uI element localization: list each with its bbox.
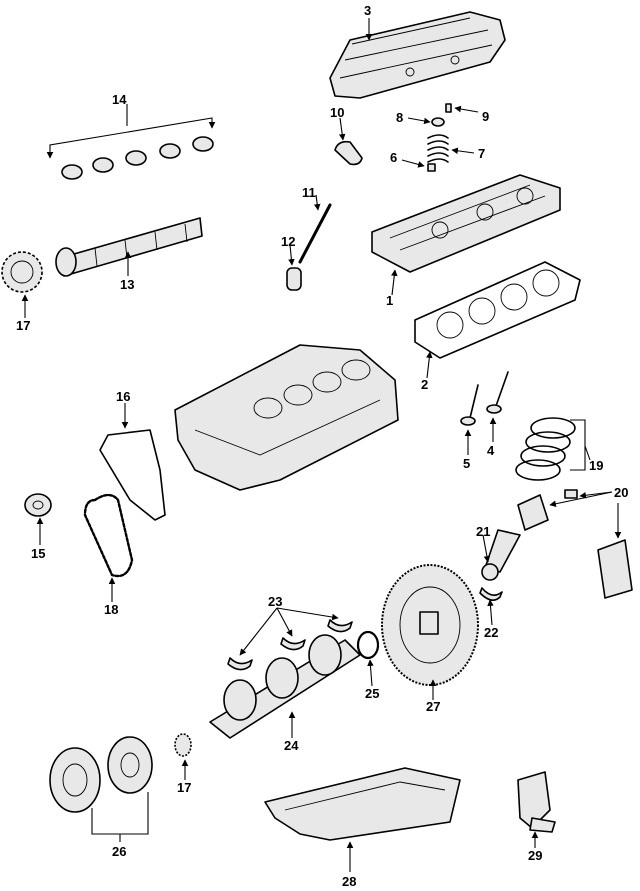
callout-7: 7 bbox=[478, 146, 485, 161]
part-harmonic-balancer bbox=[49, 736, 153, 842]
callout-15: 15 bbox=[31, 546, 45, 561]
callout-24: 24 bbox=[284, 738, 299, 753]
callout-19: 19 bbox=[589, 458, 603, 473]
callout-29: 29 bbox=[528, 848, 542, 863]
callout-18: 18 bbox=[104, 602, 118, 617]
part-crank-seal bbox=[24, 493, 52, 545]
callout-21: 21 bbox=[476, 524, 490, 539]
callout-27: 27 bbox=[426, 699, 440, 714]
callout-4: 4 bbox=[487, 443, 495, 458]
part-rear-main-seal bbox=[356, 630, 380, 687]
callout-25: 25 bbox=[365, 686, 379, 701]
part-cam-gear bbox=[1, 251, 43, 318]
part-engine-block bbox=[174, 344, 399, 491]
callout-13: 13 bbox=[120, 277, 134, 292]
part-oil-pump bbox=[517, 771, 556, 848]
callout-11: 11 bbox=[302, 185, 316, 200]
part-cam-bearings bbox=[46, 104, 216, 180]
callout-28: 28 bbox=[342, 874, 356, 889]
callout-23: 23 bbox=[268, 594, 282, 609]
part-rocker-arm bbox=[334, 117, 363, 166]
callout-5: 5 bbox=[463, 456, 470, 471]
callout-10: 10 bbox=[330, 105, 344, 120]
callout-16: 16 bbox=[116, 389, 130, 404]
part-rod-bearing bbox=[479, 587, 503, 626]
callout-3: 3 bbox=[364, 3, 371, 18]
callout-22: 22 bbox=[484, 625, 498, 640]
callout-1: 1 bbox=[386, 293, 393, 308]
part-valve-seal bbox=[401, 159, 436, 172]
part-connecting-rod bbox=[481, 529, 521, 581]
callout-26: 26 bbox=[112, 844, 126, 859]
part-valve-cover bbox=[329, 11, 506, 99]
part-valve-keepers bbox=[407, 103, 479, 127]
callout-12: 12 bbox=[281, 234, 295, 249]
callout-17-crank: 17 bbox=[177, 780, 191, 795]
callout-20: 20 bbox=[614, 485, 628, 500]
part-oil-pan bbox=[264, 767, 461, 872]
part-exhaust-valve bbox=[486, 371, 509, 442]
part-intake-valve bbox=[460, 384, 479, 455]
callout-14: 14 bbox=[112, 92, 127, 107]
callout-6: 6 bbox=[390, 150, 397, 165]
part-head-gasket bbox=[414, 261, 581, 379]
callout-8: 8 bbox=[396, 110, 403, 125]
part-piston-rings bbox=[515, 417, 591, 481]
part-crankshaft bbox=[209, 634, 361, 739]
part-camshaft bbox=[55, 217, 203, 277]
callout-17-cam: 17 bbox=[16, 318, 30, 333]
part-lifter bbox=[286, 244, 302, 291]
part-valve-spring bbox=[427, 134, 475, 163]
part-pushrod bbox=[298, 194, 332, 264]
part-flexplate bbox=[381, 564, 479, 700]
part-crank-sprocket bbox=[174, 733, 192, 780]
part-main-bearings bbox=[227, 607, 353, 671]
part-cylinder-head bbox=[371, 174, 561, 296]
part-piston bbox=[517, 489, 633, 599]
part-timing-cover-gasket bbox=[99, 403, 166, 521]
part-timing-chain bbox=[83, 493, 134, 602]
callout-2: 2 bbox=[421, 377, 428, 392]
callout-9: 9 bbox=[482, 109, 489, 124]
